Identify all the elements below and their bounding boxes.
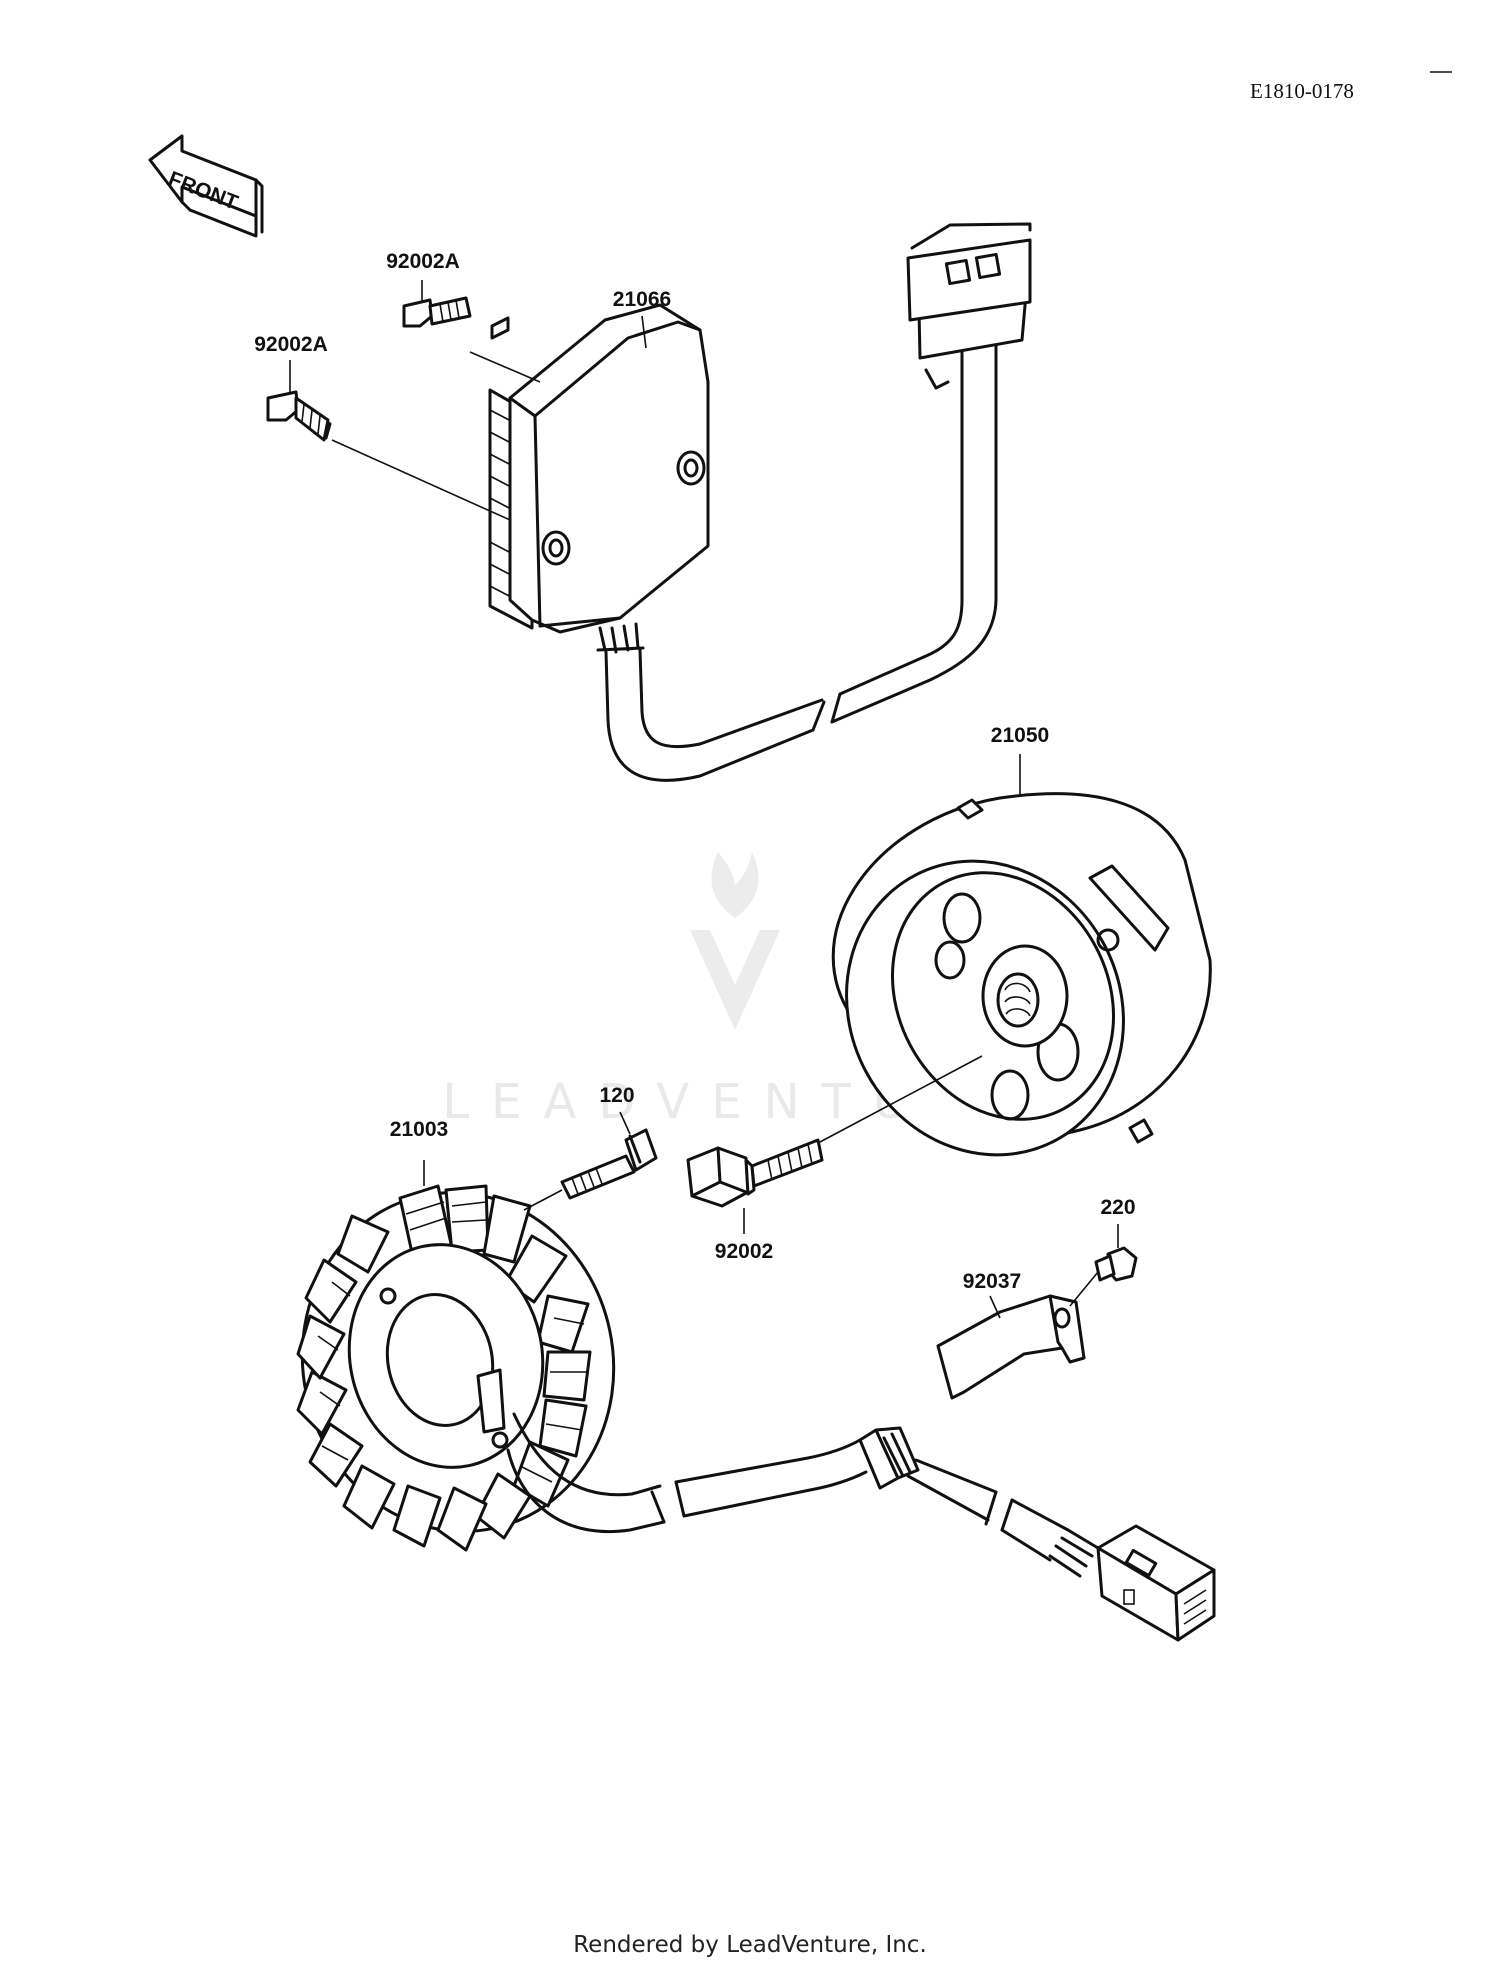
footer-credit: Rendered by LeadVenture, Inc. xyxy=(573,1932,927,1958)
callout-bolt-92002a-upper: 92002A xyxy=(386,250,460,273)
callout-bracket-92037: 92037 xyxy=(963,1270,1021,1293)
flywheel-rotor xyxy=(831,792,1212,1157)
callout-flywheel-21050: 21050 xyxy=(991,724,1049,747)
bracket-92037 xyxy=(936,1294,1086,1400)
callout-regulator-21066: 21066 xyxy=(613,288,671,311)
callout-flywheel-bolt-92002: 92002 xyxy=(715,1240,773,1263)
callout-bolt-92002a-lower: 92002A xyxy=(254,333,328,356)
callout-stator-21003: 21003 xyxy=(390,1118,448,1141)
stator-coil xyxy=(296,1184,616,1552)
regulator-harness xyxy=(604,222,1032,782)
callout-screw-220: 220 xyxy=(1100,1196,1135,1219)
screw-220 xyxy=(1094,1246,1138,1282)
bolt-92002a-lower xyxy=(266,390,332,442)
diagram-code: E1810-0178 xyxy=(1250,79,1354,103)
callout-bolt-120: 120 xyxy=(599,1084,634,1107)
regulator-rectifier xyxy=(488,303,710,654)
stator-harness xyxy=(506,1412,1216,1642)
flywheel-bolt-92002 xyxy=(686,1138,824,1208)
leader-lines xyxy=(289,280,1119,1319)
stator-bolt-120 xyxy=(560,1128,658,1200)
front-arrow-icon: FRONT xyxy=(148,134,264,238)
bolt-92002a-upper xyxy=(402,296,472,328)
